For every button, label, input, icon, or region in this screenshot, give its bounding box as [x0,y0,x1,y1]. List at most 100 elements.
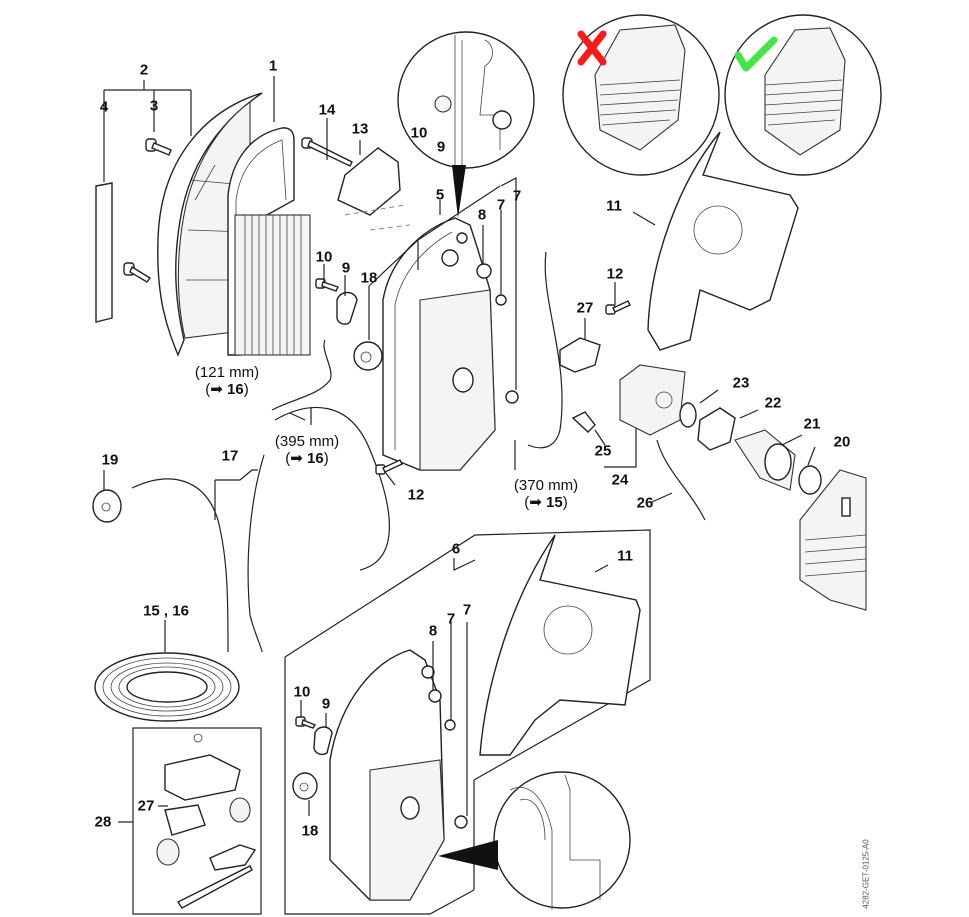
callout-10-detail: 10 [410,124,428,142]
callout-2: 2 [139,61,149,79]
arrow-right-icon: ➡ [210,381,223,398]
callout-23: 23 [732,374,750,392]
fuel-hose-26 [656,439,706,521]
callout-18: 18 [360,269,378,287]
callout-7a: 7 [496,196,506,214]
clip-9c [313,726,333,756]
x-mark-icon [577,30,607,66]
hose-length-395-value: (395 mm) [274,432,340,450]
callout-4: 4 [99,98,109,116]
drawing-code: 4282-GET-0125-A0 [861,839,871,909]
screw-3b [123,262,152,283]
hose-length-121: (121 mm) (➡ 16) [195,364,259,399]
callout-25: 25 [594,442,612,460]
screw-10c [295,716,317,729]
callout-10: 10 [315,248,333,266]
fuel-hose-coil [94,652,240,722]
long-screw-14 [301,137,353,167]
hose-clamp-20 [798,465,822,495]
callout-19: 19 [101,451,119,469]
primer-bulb-18b [292,772,318,800]
grommet-7 [495,294,507,306]
hose-length-370-ref: (➡ 15) [524,494,568,511]
ring-23 [679,402,697,428]
callout-15-16: 15 , 16 [143,602,189,620]
callout-11: 11 [606,197,622,215]
arrow-right-icon: ➡ [529,494,542,511]
callout-9c: 9 [321,695,331,713]
carburetor [619,364,686,436]
hose-length-370: (370 mm) (➡ 15) [514,477,578,512]
hose-370 [527,251,563,449]
carburetor-box [382,217,496,471]
screw-3 [145,138,172,156]
fuel-line-17b [247,454,265,653]
screw-12b [605,300,631,315]
callout-22: 22 [764,394,782,412]
engine-correct-view [724,14,882,176]
clip-9 [336,291,358,325]
hose-length-395-ref: (➡ 16) [285,450,329,467]
hose-121 [271,339,332,411]
callout-3: 3 [149,97,159,115]
hose-length-121-value: (121 mm) [194,363,260,381]
engine-incorrect-view [562,14,720,176]
callout-10c: 10 [293,683,311,701]
hose-395 [274,406,390,571]
shroud-11-lower [479,534,641,756]
shroud-11 [647,131,799,351]
callout-24: 24 [611,471,629,489]
grommet-7d [454,815,468,829]
screw-10 [315,278,339,292]
ref-number: 16 [227,381,244,398]
callout-1: 1 [268,57,278,75]
gasket-27 [559,337,601,373]
leader-lines [103,76,816,823]
ref-number: 16 [307,450,324,467]
callout-5: 5 [435,186,445,204]
hose-length-395: (395 mm) (➡ 16) [275,433,339,468]
detail-view-circle-top [397,31,535,218]
grommet-8 [476,263,492,279]
callout-9-detail: 9 [436,138,446,156]
callout-13: 13 [351,120,369,138]
callout-6: 6 [451,540,461,558]
check-mark-icon [734,36,778,72]
callout-20: 20 [833,433,851,451]
callout-26: 26 [636,494,654,512]
arrow-right-icon: ➡ [290,450,303,467]
callout-27: 27 [576,299,594,317]
callout-8b: 8 [428,622,438,640]
callout-17: 17 [221,447,239,465]
callout-7c: 7 [446,610,456,628]
callout-12b: 12 [407,486,425,504]
grommet-7c [444,719,456,731]
carburetor-box-lower [329,649,445,901]
screw-12 [375,459,403,475]
assembly-6-frame [284,529,651,915]
callout-8: 8 [477,206,487,224]
intake-manifold-21 [734,429,796,491]
hose-length-121-ref: (➡ 16) [205,381,249,398]
detail-view-circle-bottom [438,771,631,910]
callout-28: 28 [94,813,112,831]
knob-25 [571,411,596,433]
gasket-kit-28 [132,727,262,915]
grommet-7b [505,390,519,404]
air-filter-element [227,127,311,356]
callout-27b: 27 [137,797,155,815]
bracket-13 [337,147,401,216]
callout-18b: 18 [301,822,319,840]
fuel-line-17a [131,478,229,653]
callout-11b: 11 [617,547,633,565]
engine-partial [799,469,867,611]
callout-9: 9 [341,259,351,277]
callout-14: 14 [318,101,336,119]
primer-bulb-19 [92,489,122,523]
grommet-8b [428,689,442,703]
callout-7b: 7 [512,187,522,205]
primer-bulb-18 [353,341,383,371]
label-sticker [95,182,113,323]
flange-22 [697,407,736,451]
